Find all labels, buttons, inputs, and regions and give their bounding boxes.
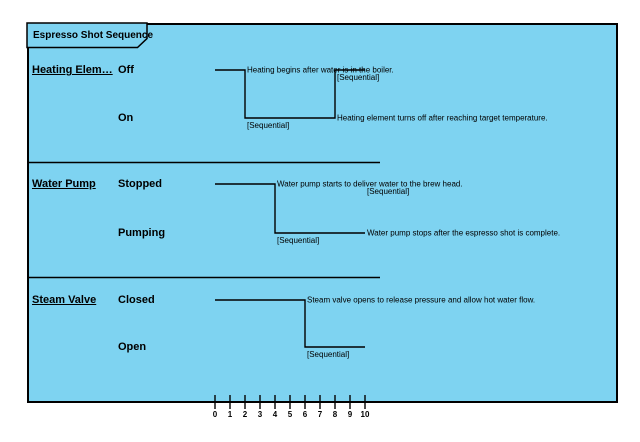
diagram-title: Espresso Shot Sequence [33, 30, 154, 41]
waveform-2 [215, 299, 365, 348]
axis-tick-label-3: 3 [257, 410, 263, 419]
axis-tick-label-4: 4 [272, 410, 278, 419]
event-message-1-1: Water pump stops after the espresso shot… [367, 228, 561, 238]
event-message-2-0: Steam valve opens to release pressure an… [307, 295, 536, 305]
axis-tick-label-6: 6 [302, 410, 308, 419]
axis-tick-label-9: 9 [347, 410, 353, 419]
constraint-label-0-1: [Sequential] [247, 121, 290, 130]
axis-tick-label-0: 0 [212, 410, 218, 419]
axis-tick-label-5: 5 [287, 410, 293, 419]
axis-tick-label-8: 8 [332, 410, 338, 419]
constraint-label-1-0: [Sequential] [367, 187, 410, 196]
title-pentagon [26, 22, 148, 49]
constraint-label-1-1: [Sequential] [277, 236, 320, 245]
constraint-label-2-0: [Sequential] [307, 350, 350, 359]
constraint-label-0-0: [Sequential] [337, 73, 380, 82]
axis-tick-label-1: 1 [227, 410, 233, 419]
axis-tick-label-7: 7 [317, 410, 323, 419]
state-label-2-0: Closed [118, 294, 155, 306]
axis-tick-label-2: 2 [242, 410, 248, 419]
waveform-0 [215, 69, 365, 119]
state-label-1-1: Pumping [118, 227, 166, 239]
event-message-0-1: Heating element turns off after reaching… [337, 113, 548, 123]
event-message-1-0: Water pump starts to deliver water to th… [277, 179, 463, 189]
event-message-0-0: Heating begins after water is in the boi… [247, 65, 394, 75]
axis-tick-label-10: 10 [360, 410, 370, 419]
waveform-1 [215, 183, 365, 234]
state-label-0-0: Off [118, 64, 134, 76]
diagram-frame [27, 23, 618, 403]
lifeline-name-0: Heating Elem… [32, 64, 113, 76]
state-label-1-0: Stopped [118, 178, 162, 190]
lifeline-name-2: Steam Valve [32, 294, 97, 306]
state-label-2-1: Open [118, 341, 147, 353]
state-label-0-1: On [118, 112, 134, 124]
lifeline-name-1: Water Pump [32, 178, 96, 190]
